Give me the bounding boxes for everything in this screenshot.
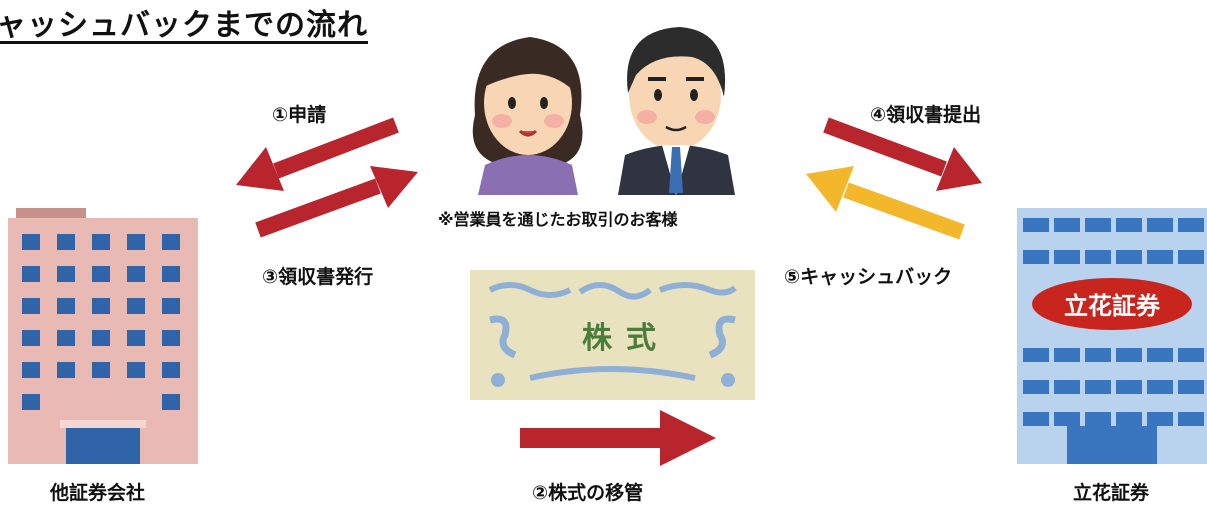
window	[1147, 218, 1173, 232]
window	[1085, 380, 1111, 394]
window	[162, 394, 180, 410]
window	[92, 298, 110, 314]
step-5-label: ⑤キャッシュバック	[784, 266, 953, 288]
window	[1178, 218, 1204, 232]
arrow-right-icon	[255, 166, 418, 238]
window	[1178, 250, 1204, 264]
window	[1085, 218, 1111, 232]
window	[22, 362, 40, 378]
arrow-right-icon	[823, 117, 982, 191]
window	[1116, 412, 1142, 426]
window	[162, 298, 180, 314]
step-2-label: ②株式の移管	[532, 482, 644, 504]
window	[1023, 250, 1049, 264]
window	[162, 266, 180, 282]
window	[162, 362, 180, 378]
window	[92, 234, 110, 250]
tachibana-label: 立花証券	[1073, 482, 1150, 504]
window	[1085, 348, 1111, 362]
arrow-left-icon	[236, 117, 399, 191]
window	[92, 266, 110, 282]
customers-illustration	[472, 27, 735, 195]
window	[1054, 348, 1080, 362]
window	[1054, 380, 1080, 394]
window	[57, 266, 75, 282]
window	[127, 266, 145, 282]
window	[127, 330, 145, 346]
window	[1147, 412, 1173, 426]
window	[57, 362, 75, 378]
stock-certificate-text: 株式	[582, 321, 670, 356]
window	[1178, 380, 1204, 394]
window	[127, 234, 145, 250]
window	[1147, 348, 1173, 362]
window	[127, 298, 145, 314]
stock-certificate-icon: 株式	[470, 270, 755, 400]
arrow-right-icon	[520, 410, 716, 466]
window	[162, 234, 180, 250]
window	[22, 394, 40, 410]
window	[1054, 218, 1080, 232]
window	[22, 234, 40, 250]
window	[22, 330, 40, 346]
window	[57, 298, 75, 314]
window	[1178, 412, 1204, 426]
window	[1054, 250, 1080, 264]
window	[22, 266, 40, 282]
window	[1116, 380, 1142, 394]
arrow-left-icon	[806, 166, 965, 240]
man-figure	[618, 27, 735, 195]
window	[1147, 250, 1173, 264]
window	[1023, 348, 1049, 362]
window	[1054, 412, 1080, 426]
window	[1116, 218, 1142, 232]
tachibana-sign-text: 立花証券	[1064, 291, 1161, 320]
window	[162, 330, 180, 346]
building-icon: 立花証券	[1017, 208, 1207, 464]
window	[92, 330, 110, 346]
window	[1085, 250, 1111, 264]
window	[1023, 380, 1049, 394]
page-title: ャッシュバックまでの流れ	[0, 8, 368, 43]
building-icon	[8, 208, 198, 464]
window	[22, 298, 40, 314]
step-4-label: ④領収書提出	[870, 104, 982, 126]
step-1-label: ①申請	[272, 104, 327, 126]
customer-note: ※営業員を通じたお取引のお客様	[438, 210, 678, 229]
window	[57, 330, 75, 346]
woman-figure	[472, 37, 583, 195]
window	[1147, 380, 1173, 394]
window	[1085, 412, 1111, 426]
window	[1116, 250, 1142, 264]
window	[1116, 348, 1142, 362]
window	[1023, 412, 1049, 426]
window	[92, 362, 110, 378]
window	[57, 234, 75, 250]
window	[127, 362, 145, 378]
step-3-label: ③領収書発行	[262, 266, 374, 288]
window	[1023, 218, 1049, 232]
window	[1178, 348, 1204, 362]
other-firm-label: 他証券会社	[50, 482, 146, 504]
